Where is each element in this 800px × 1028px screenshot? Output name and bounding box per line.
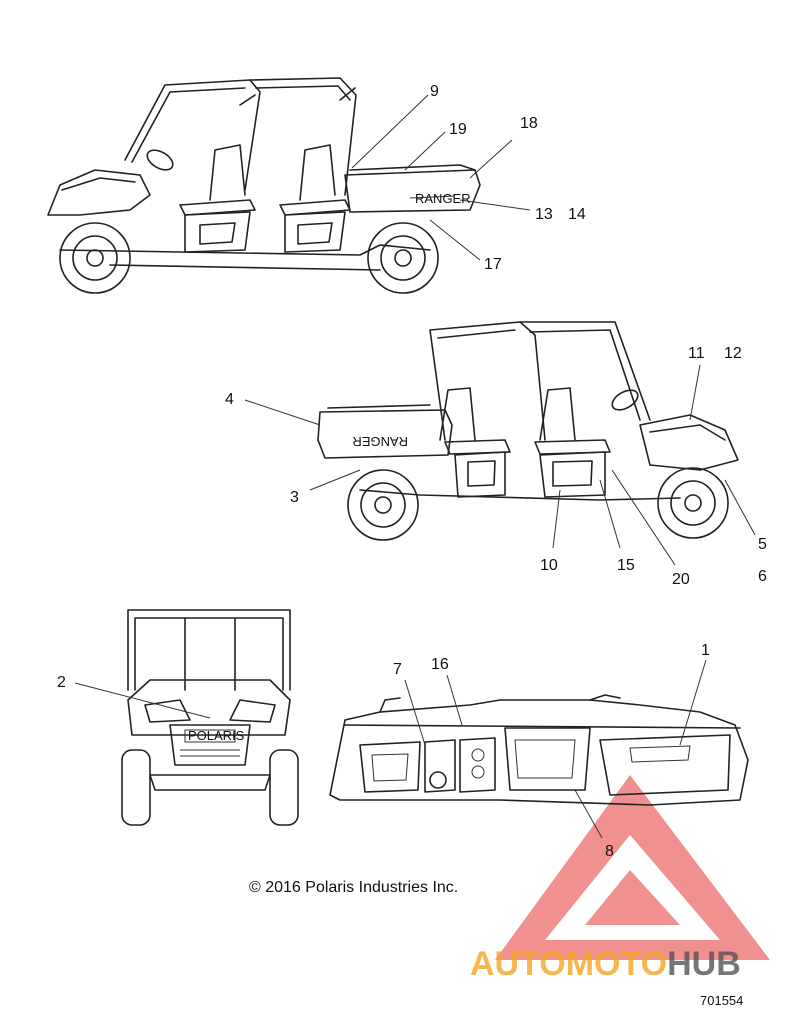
watermark-text: AUTOMOTOHUB (470, 945, 741, 983)
callout-5: 5 (758, 536, 767, 553)
callout-2: 2 (57, 674, 66, 691)
leaders-view-4 (404, 659, 707, 839)
watermark-auto: AUTO (470, 945, 566, 983)
watermark-moto: MOTO (566, 945, 667, 983)
callout-16: 16 (431, 656, 449, 673)
watermark-triangle-core (585, 870, 680, 925)
polaris-grille-text: POLARIS (188, 728, 245, 743)
callout-12: 12 (724, 345, 742, 362)
callout-3: 3 (290, 489, 299, 506)
callout-4: 4 (225, 391, 234, 408)
watermark-hub: HUB (667, 945, 741, 983)
callout-15: 15 (617, 557, 635, 574)
callout-10: 10 (540, 557, 558, 574)
ranger-decal-text-mid: RANGER (352, 434, 408, 449)
leaders-view-1 (351, 94, 531, 261)
callout-9: 9 (430, 83, 439, 100)
watermark-logo (495, 775, 770, 960)
callout-8: 8 (605, 843, 614, 860)
callout-6: 6 (758, 568, 767, 585)
vehicle-side-view-left: RANGER (47, 77, 481, 294)
callout-11: 11 (688, 345, 705, 362)
callout-13: 13 (535, 206, 553, 223)
copyright-text: © 2016 Polaris Industries Inc. (249, 879, 458, 896)
callout-19: 19 (449, 121, 467, 138)
leaders-view-2 (244, 364, 756, 566)
callout-1: 1 (701, 642, 710, 659)
callout-7: 7 (393, 661, 402, 678)
callout-20: 20 (672, 571, 690, 588)
ranger-decal-text-top: RANGER (415, 191, 471, 206)
callout-17: 17 (484, 256, 502, 273)
leader-2 (74, 682, 211, 719)
dashboard-view (329, 694, 749, 806)
vehicle-front-view: POLARIS (121, 609, 299, 826)
callout-14: 14 (568, 206, 586, 223)
callout-18: 18 (520, 115, 538, 132)
figure-number: 701554 (700, 993, 743, 1008)
vehicle-side-view-right: RANGER (317, 321, 739, 541)
